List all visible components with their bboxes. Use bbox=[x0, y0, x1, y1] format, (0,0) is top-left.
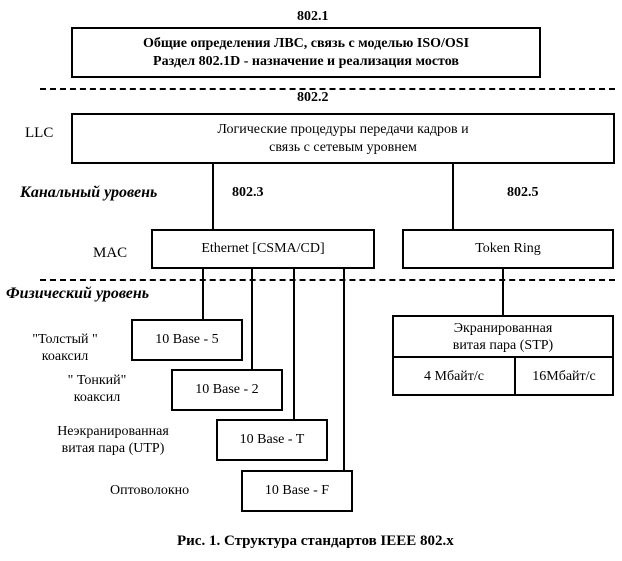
llc-label: LLC bbox=[25, 125, 54, 141]
box-10base5-label: 10 Base - 5 bbox=[155, 332, 219, 347]
media-label-thick-coax-line1: "Толстый " bbox=[32, 332, 98, 347]
standard-802-2-label: 802.2 bbox=[297, 90, 329, 105]
box-token-ring: Token Ring bbox=[402, 229, 614, 269]
stp-speed-16: 16Мбайт/с bbox=[532, 369, 596, 384]
box-llc-line1: Логические процедуры передачи кадров и bbox=[217, 121, 469, 137]
box-llc-line2: связь с сетевым уровнем bbox=[269, 139, 417, 155]
box-802-1-line2: Раздел 802.1D - назначение и реализация … bbox=[153, 53, 459, 69]
media-label-thin-coax-line1: " Тонкий" bbox=[67, 373, 127, 388]
separator-top bbox=[40, 88, 615, 90]
connector-ethernet-10base2 bbox=[251, 269, 253, 370]
connector-ethernet-10base5 bbox=[202, 269, 204, 320]
box-stp: Экранированная витая пара (STP) 4 Мбайт/… bbox=[392, 315, 614, 396]
stp-title-line2: витая пара (STP) bbox=[452, 337, 554, 353]
box-10base2: 10 Base - 2 bbox=[171, 369, 283, 411]
box-10basef: 10 Base - F bbox=[241, 470, 353, 512]
mac-label: MAC bbox=[93, 245, 128, 261]
token-ring-label: Token Ring bbox=[475, 241, 541, 256]
media-label-thin-coax-line2: коаксил bbox=[73, 390, 121, 405]
box-802-1-line1: Общие определения ЛВС, связь с моделью I… bbox=[142, 35, 470, 51]
box-10base2-label: 10 Base - 2 bbox=[195, 382, 259, 397]
connector-token-ring-stp bbox=[502, 269, 504, 316]
connector-ethernet-10basef bbox=[343, 269, 345, 471]
media-label-thick-coax: "Толстый " коаксил bbox=[22, 331, 108, 365]
box-10baset: 10 Base - T bbox=[216, 419, 328, 461]
box-llc: Логические процедуры передачи кадров и с… bbox=[71, 113, 615, 164]
stp-speed-4: 4 Мбайт/с bbox=[424, 369, 484, 384]
connector-ethernet-10baset bbox=[293, 269, 295, 420]
physical-level-label: Физический уровень bbox=[6, 285, 150, 302]
standard-802-1-label: 802.1 bbox=[297, 9, 329, 24]
connector-llc-ethernet bbox=[212, 164, 214, 230]
media-label-fiber: Оптоволокно bbox=[110, 483, 190, 498]
stp-divider-horizontal bbox=[394, 356, 612, 358]
data-link-level-label: Канальный уровень bbox=[20, 184, 158, 201]
box-10base5: 10 Base - 5 bbox=[131, 319, 243, 361]
separator-bottom bbox=[40, 279, 615, 281]
media-label-thin-coax: " Тонкий" коаксил bbox=[58, 372, 136, 406]
figure-caption: Рис. 1. Структура стандартов IEEE 802.x bbox=[177, 533, 454, 549]
standard-802-3-label: 802.3 bbox=[232, 185, 264, 200]
stp-divider-vertical bbox=[514, 356, 516, 396]
ethernet-label: Ethernet [CSMA/CD] bbox=[201, 241, 325, 256]
stp-title-line1: Экранированная bbox=[453, 320, 553, 336]
box-10baset-label: 10 Base - T bbox=[239, 432, 305, 447]
media-label-utp-line2: витая пара (UTP) bbox=[61, 441, 165, 456]
media-label-thick-coax-line2: коаксил bbox=[41, 349, 89, 364]
media-label-utp-line1: Неэкранированная bbox=[57, 424, 169, 439]
box-10basef-label: 10 Base - F bbox=[264, 483, 330, 498]
media-label-utp: Неэкранированная витая пара (UTP) bbox=[40, 423, 186, 457]
standard-802-5-label: 802.5 bbox=[507, 185, 539, 200]
box-802-1: Общие определения ЛВС, связь с моделью I… bbox=[71, 27, 541, 78]
box-ethernet: Ethernet [CSMA/CD] bbox=[151, 229, 375, 269]
stp-title: Экранированная витая пара (STP) bbox=[394, 317, 612, 356]
connector-llc-token-ring bbox=[452, 164, 454, 230]
